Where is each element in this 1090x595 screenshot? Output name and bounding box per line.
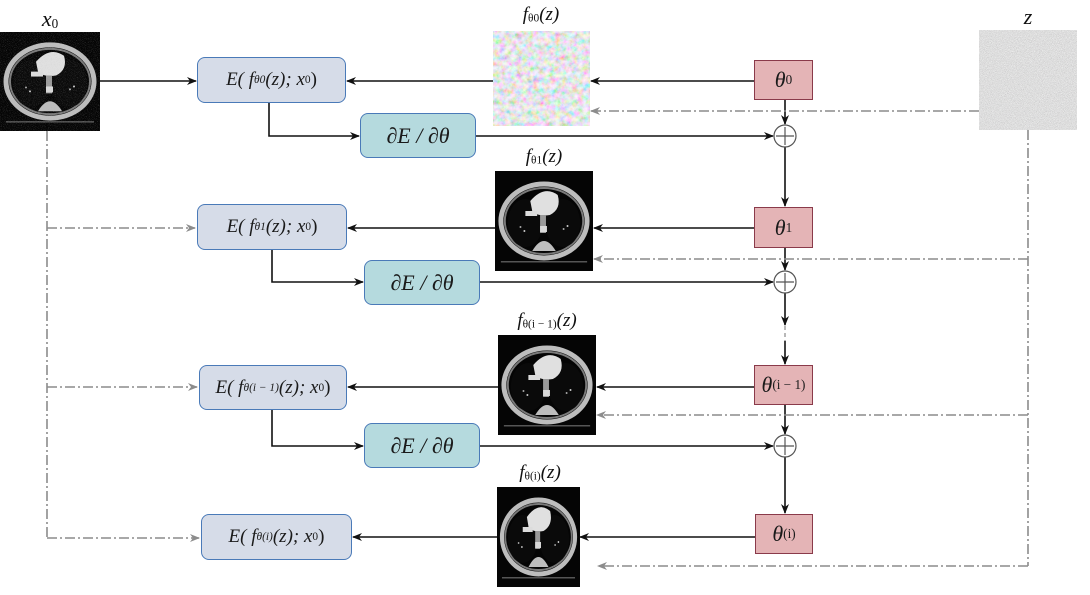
arrow-energy-i-minus-1-to-grad bbox=[271, 410, 364, 450]
arrow-energy0-to-grad0 bbox=[268, 102, 360, 140]
theta-box-i-minus-1: θ(i − 1) bbox=[754, 365, 813, 405]
sum-node-1 bbox=[773, 270, 797, 294]
x0-image bbox=[0, 32, 100, 131]
x0-label: x0 bbox=[41, 6, 59, 31]
sum-node-0 bbox=[773, 124, 797, 148]
f-theta0-label: fθ0(z) bbox=[522, 4, 560, 25]
f-theta0-image bbox=[493, 31, 590, 126]
gradient-box-0: ∂E / ∂θ bbox=[360, 113, 476, 158]
f-theta-i-minus-1-image bbox=[498, 335, 596, 435]
theta-box-i: θ(i) bbox=[755, 514, 813, 554]
f-theta-i-image bbox=[497, 487, 580, 587]
f-theta1-label: fθ1(z) bbox=[525, 146, 563, 167]
gradient-box-1: ∂E / ∂θ bbox=[364, 260, 480, 305]
z-label: z bbox=[1023, 4, 1033, 29]
f-theta-i-minus-1-label: fθ(i − 1)(z) bbox=[517, 310, 577, 331]
gradient-box-2: ∂E / ∂θ bbox=[364, 423, 480, 468]
arrow-energy1-to-grad1 bbox=[271, 250, 364, 286]
z-noise-image bbox=[979, 30, 1077, 130]
sum-node-2 bbox=[773, 434, 797, 458]
f-theta1-image bbox=[495, 171, 593, 271]
f-theta-i-label: fθ(i)(z) bbox=[519, 462, 561, 483]
